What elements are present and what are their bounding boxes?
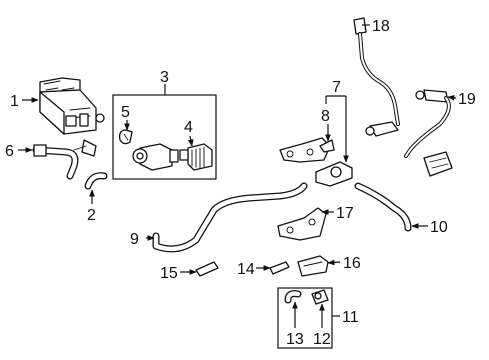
group-box-11 [277, 287, 333, 349]
valve-12 [311, 289, 329, 305]
short-hose-14 [269, 261, 290, 275]
vapor-hose-6 [32, 139, 97, 180]
vsv-valve [132, 143, 179, 171]
callout-13: 13 [286, 331, 304, 348]
solenoid-4 [179, 143, 213, 171]
callout-9: 9 [130, 231, 139, 248]
callout-8: 8 [321, 108, 330, 125]
callout-16: 16 [343, 255, 361, 272]
elbow-hose-13 [284, 290, 302, 304]
oxygen-sensor-18 [353, 17, 400, 137]
callout-4: 4 [184, 119, 193, 136]
callout-10: 10 [430, 219, 448, 236]
oxygen-sensor-19 [404, 89, 453, 177]
leader-lines [18, 24, 457, 328]
callout-12: 12 [313, 331, 331, 348]
callout-17: 17 [336, 205, 354, 222]
small-hose-2 [84, 172, 108, 190]
connector-16 [297, 255, 329, 277]
long-hose-9 [152, 182, 308, 253]
callout-18: 18 [372, 18, 390, 35]
charcoal-canister [39, 77, 105, 135]
callout-1: 1 [10, 93, 19, 110]
callout-11: 11 [342, 309, 359, 326]
callout-14: 14 [237, 261, 255, 278]
short-hose-15 [195, 261, 219, 277]
callout-15: 15 [160, 265, 178, 282]
callout-7: 7 [332, 79, 341, 96]
clip-5 [118, 129, 133, 145]
callout-19: 19 [458, 91, 476, 108]
bracket-valve-7 [279, 137, 353, 187]
clip-8 [319, 139, 335, 153]
callout-5: 5 [121, 104, 130, 121]
callout-2: 2 [87, 207, 96, 224]
callout-6: 6 [5, 143, 14, 160]
callout-3: 3 [160, 69, 169, 86]
curved-hose-10 [354, 182, 412, 232]
bracket-17 [277, 207, 327, 241]
